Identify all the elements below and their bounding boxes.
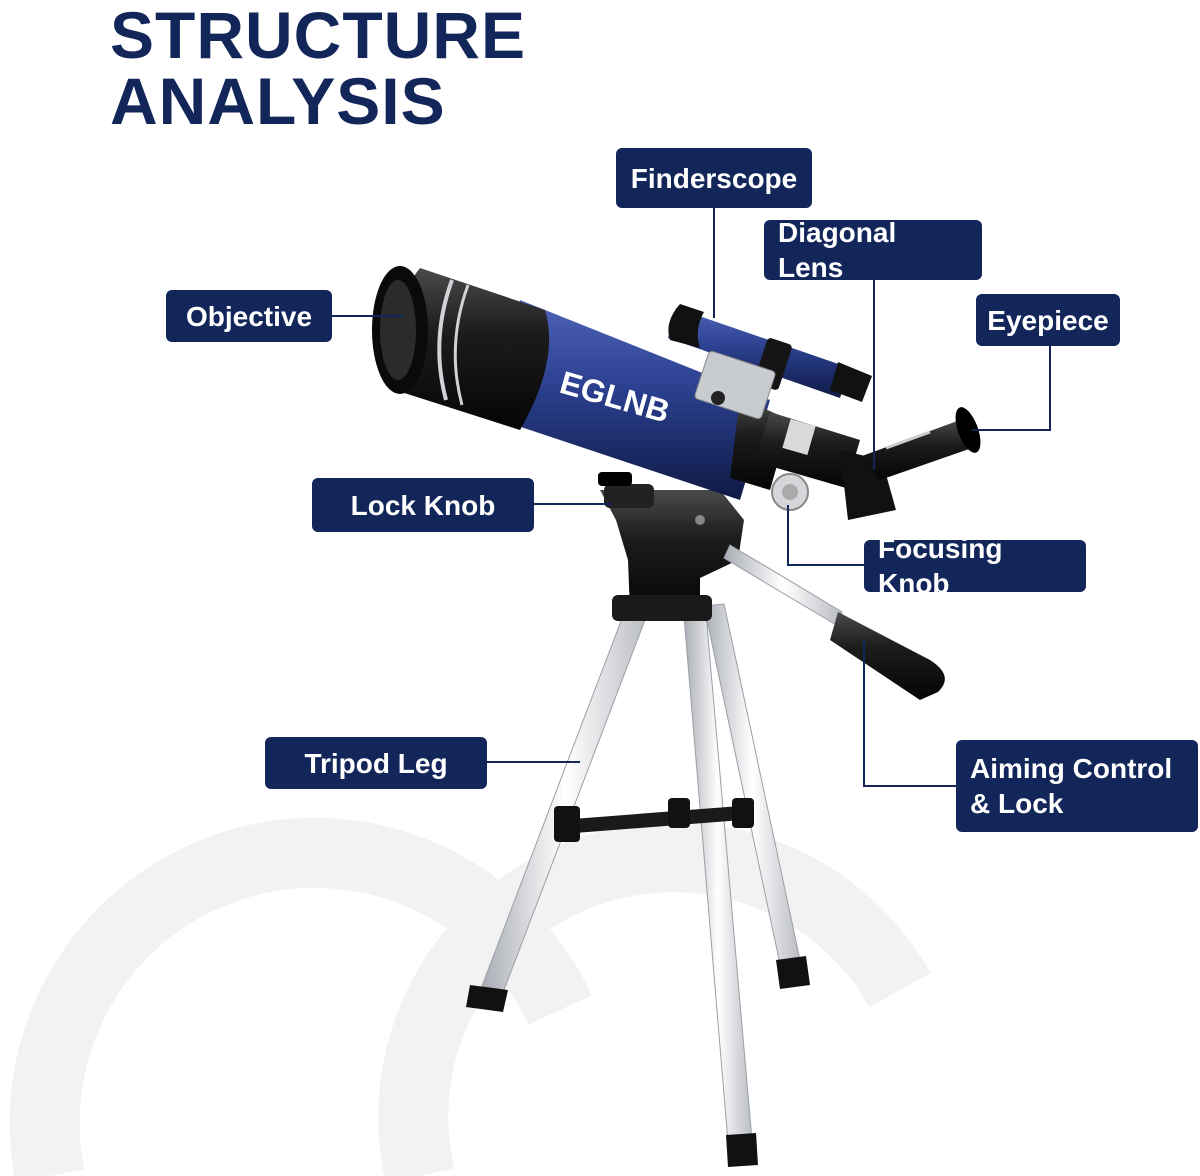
- label-tripod-leg: Tripod Leg: [265, 737, 487, 789]
- telescope-tube: EGLNB: [372, 266, 790, 500]
- leader-lines: [330, 208, 1051, 787]
- label-aiming-control: Aiming Control & Lock: [956, 740, 1198, 832]
- label-diagonal-lens-text: Diagonal Lens: [778, 217, 897, 283]
- title-line-2: ANALYSIS: [110, 64, 446, 138]
- label-lock-knob-text: Lock Knob: [350, 489, 496, 521]
- label-finderscope-text: Finderscope: [630, 162, 798, 194]
- label-diagonal-lens: Diagonal Lens: [764, 217, 982, 283]
- label-focusing-knob-text: Focusing Knob: [878, 533, 1003, 599]
- label-finderscope: Finderscope: [616, 148, 812, 208]
- label-aiming-line-2: & Lock: [970, 788, 1064, 819]
- focuser-assembly: [756, 407, 981, 520]
- title-line-1: STRUCTURE: [110, 0, 526, 72]
- mount-head: [598, 472, 945, 700]
- label-aiming-line-1: Aiming Control: [970, 753, 1173, 784]
- label-eyepiece-text: Eyepiece: [987, 304, 1109, 336]
- label-focusing-knob: Focusing Knob: [864, 533, 1086, 599]
- watermark-logo: [9, 817, 931, 1176]
- label-lock-knob: Lock Knob: [312, 478, 534, 532]
- label-eyepiece: Eyepiece: [976, 294, 1120, 346]
- label-objective: Objective: [166, 290, 332, 342]
- label-objective-text: Objective: [185, 300, 313, 332]
- label-tripod-leg-text: Tripod Leg: [304, 747, 448, 779]
- finderscope-assembly: [668, 304, 872, 420]
